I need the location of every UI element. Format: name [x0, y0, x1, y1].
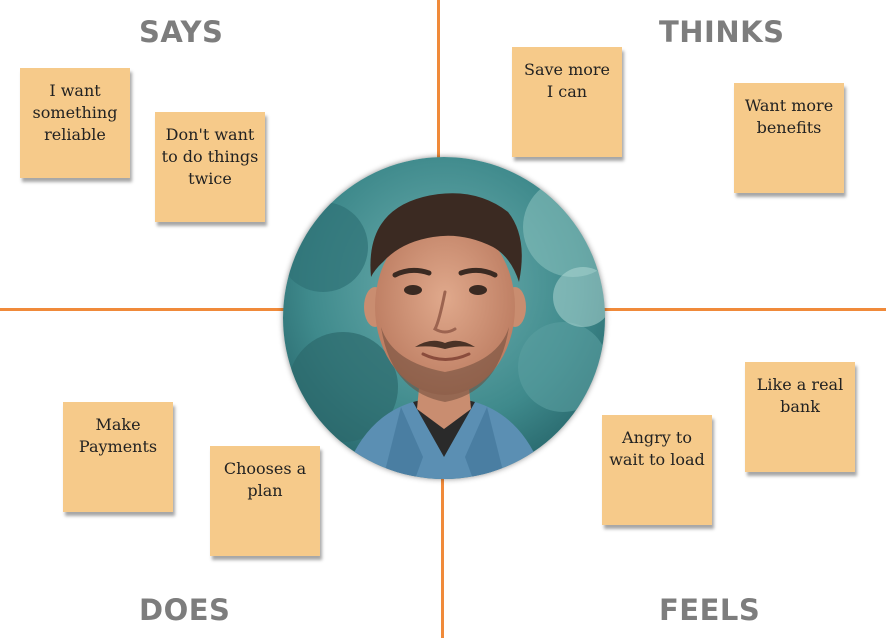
says-sticky-note[interactable]: I want something reliable	[20, 68, 130, 178]
does-sticky-note[interactable]: Make Payments	[63, 402, 173, 512]
says-title: SAYS	[139, 15, 224, 49]
thinks-sticky-note[interactable]: Save more I can	[512, 47, 622, 157]
says-sticky-note[interactable]: Don't want to do things twice	[155, 112, 265, 222]
does-title: DOES	[139, 593, 231, 627]
persona-avatar	[283, 157, 605, 479]
feels-sticky-note[interactable]: Like a real bank	[745, 362, 855, 472]
divider-vertical-bottom	[441, 478, 444, 638]
thinks-title: THINKS	[659, 15, 785, 49]
does-sticky-note[interactable]: Chooses a plan	[210, 446, 320, 556]
feels-title: FEELS	[659, 593, 761, 627]
feels-sticky-note[interactable]: Angry to wait to load	[602, 415, 712, 525]
divider-horizontal-right	[604, 308, 886, 311]
divider-horizontal-left	[0, 308, 286, 311]
thinks-sticky-note[interactable]: Want more benefits	[734, 83, 844, 193]
divider-vertical-top	[437, 0, 440, 160]
